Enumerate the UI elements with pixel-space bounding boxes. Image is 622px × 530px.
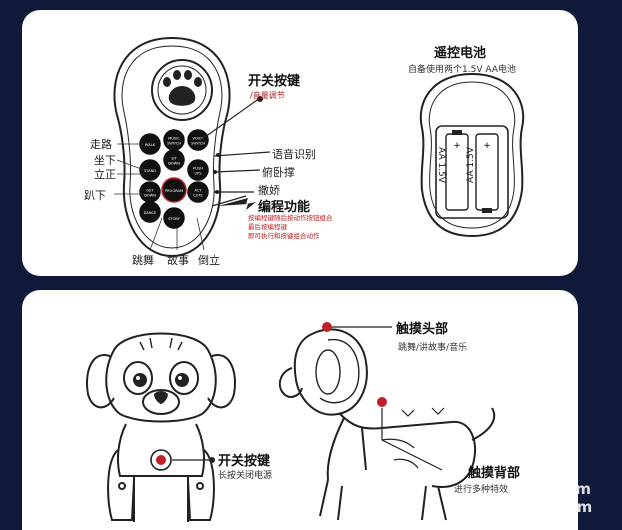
dog-power-subtitle: 长按关闭电源 <box>218 471 273 481</box>
remote-button-label: STORY <box>168 217 181 221</box>
power-key-title: 开关按键 <box>248 74 301 89</box>
dog-front <box>86 332 236 522</box>
remote-button-label: STAND <box>144 169 156 173</box>
remote-button-label: SIT <box>171 157 177 161</box>
remote-button-label: CUTE <box>193 194 203 198</box>
remote-button-voice-switch[interactable] <box>187 129 209 151</box>
remote-button-label: ACT <box>194 189 202 193</box>
label-stand: 立正 <box>94 168 116 181</box>
dog-front-eyes <box>133 373 189 404</box>
battery-cell-label-1: AA 1.5V <box>435 147 446 183</box>
back-touch-subtitle: 进行多种特效 <box>454 485 509 495</box>
head-sensor-dot <box>322 322 332 332</box>
back-touch-title: 触摸背部 <box>468 466 521 481</box>
remote-button-sit-down[interactable] <box>163 149 185 171</box>
remote-button-label: WALK <box>145 143 156 147</box>
dog-panel: 开关按键 长按关闭电源 触摸头部 跳舞/讲故事/音乐 触摸背部 进行多种特效 <box>22 290 578 530</box>
label-pushups: 俯卧撑 <box>262 166 295 179</box>
remote-button-label: DANCE <box>144 211 157 215</box>
label-sit: 坐下 <box>94 154 116 167</box>
program-arrow <box>218 198 256 210</box>
remote-button-label: PROGRAM <box>165 189 183 193</box>
battery-compartment: + + <box>419 72 525 238</box>
watermark-line-2: prodajem <box>512 498 593 516</box>
head-touch-title: 触摸头部 <box>396 322 449 337</box>
battery-title: 遥控电池 <box>434 46 487 61</box>
label-voice: 语音识别 <box>272 148 316 161</box>
remote-button-act-cute[interactable] <box>187 181 209 203</box>
back-sensor-dot <box>377 397 387 407</box>
remote-button-story[interactable] <box>163 207 185 229</box>
remote-illustration: WALKMUSICSWITCHVOICESWITCHSITDOWNSTANDPU… <box>113 36 525 258</box>
label-story: 故事 <box>167 254 189 267</box>
paw-pad <box>151 59 213 121</box>
label-walk: 走路 <box>90 138 112 151</box>
remote-button-label: MUSIC <box>168 137 180 141</box>
remote-button-label: GET <box>146 189 154 193</box>
label-act-cute: 撒娇 <box>258 184 280 197</box>
dog-side <box>278 328 496 521</box>
program-note-1: 按编程键随后按动作按钮组合 <box>248 214 333 222</box>
watermark-line-1: kupujem <box>518 480 592 498</box>
dog-power-title: 开关按键 <box>218 454 271 469</box>
remote-button-label: DOWN <box>144 194 156 198</box>
remote-button-label: UPS <box>194 172 202 176</box>
dog-power-button-dot <box>156 455 166 465</box>
program-note-3: 即可执行和按键组合动作 <box>248 232 320 240</box>
watermark-logo: kupujem prodajem <box>510 480 618 524</box>
paw-icon <box>163 70 202 106</box>
remote-button-label: SWITCH <box>191 142 205 146</box>
head-touch-subtitle: 跳舞/讲故事/音乐 <box>398 343 468 353</box>
svg-text:+: + <box>453 141 461 151</box>
power-key-subtitle: /音量调节 <box>250 91 285 100</box>
label-handstand: 倒立 <box>198 254 220 267</box>
label-dance: 跳舞 <box>132 254 154 267</box>
remote-button-program[interactable] <box>161 177 187 203</box>
remote-button-dance[interactable] <box>139 201 161 223</box>
remote-button-label: DOWN <box>168 162 180 166</box>
label-get-down: 趴下 <box>84 189 106 202</box>
program-note-2: 最后按编程键 <box>248 223 287 231</box>
remote-button-label: SWITCH <box>167 142 181 146</box>
battery-cell-label-2: AA 1.5V <box>465 147 476 183</box>
program-title: 编程功能 <box>258 200 311 215</box>
remote-button-label: VOICE <box>192 137 204 141</box>
dog-illustration <box>86 322 496 522</box>
battery-subtitle: 自备使用两个1.5V AA电池 <box>408 65 516 75</box>
svg-text:+: + <box>483 141 491 151</box>
dog-power-button <box>150 449 172 471</box>
remote-button-label: PUSH <box>193 167 203 171</box>
remote-button-stand[interactable] <box>139 159 161 181</box>
remote-body <box>113 36 231 258</box>
remote-button-push-ups[interactable] <box>187 159 209 181</box>
